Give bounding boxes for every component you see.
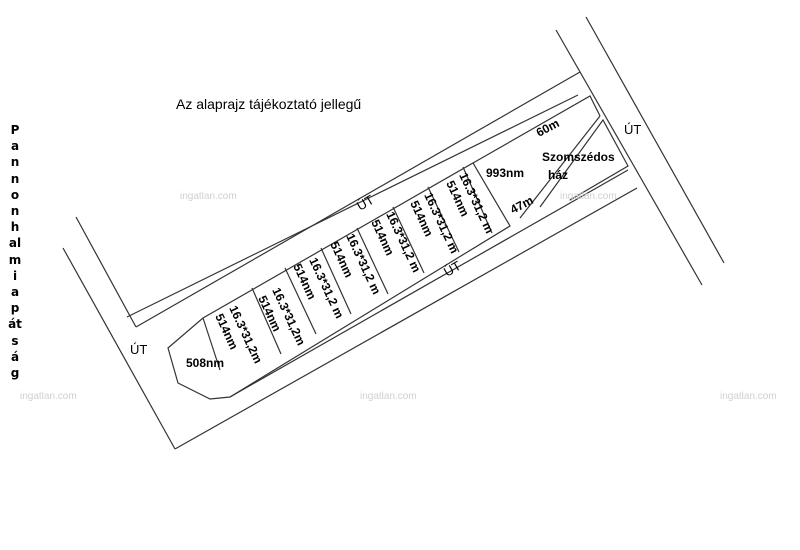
neighbor-label-line1: Szomszédos: [542, 150, 615, 164]
watermark: ingatlan.com: [180, 191, 237, 202]
watermark: ingatlan.com: [20, 391, 77, 402]
watermark: ingatlan.com: [720, 391, 777, 402]
road-label-right: ÚT: [624, 122, 641, 137]
corner-plot-width: 60m: [534, 116, 562, 140]
side-label: Pannonhalmi apátság: [8, 123, 22, 381]
right-road: [555, 16, 725, 286]
end-plot-area: 508nm: [186, 356, 224, 370]
corner-plot-area: 993nm: [486, 166, 524, 180]
road-label-lower: ÚT: [441, 258, 464, 280]
upper-road: [75, 71, 581, 328]
road-label-left: ÚT: [130, 342, 147, 357]
neighbor-label-line2: ház: [548, 168, 568, 182]
corner-block: [472, 95, 629, 219]
plot-strip: [167, 162, 511, 400]
watermark: ingatlan.com: [560, 191, 617, 202]
watermark: ingatlan.com: [360, 391, 417, 402]
plot-2: 16.3*31,2m 514nm: [255, 285, 308, 347]
lower-road: [62, 169, 638, 450]
corner-plot-depth: 47m: [508, 193, 536, 217]
plot-4: 16.3*31,2 m 514nm: [327, 231, 383, 296]
disclaimer-note: Az alaprajz tájékoztató jellegű: [176, 96, 362, 112]
